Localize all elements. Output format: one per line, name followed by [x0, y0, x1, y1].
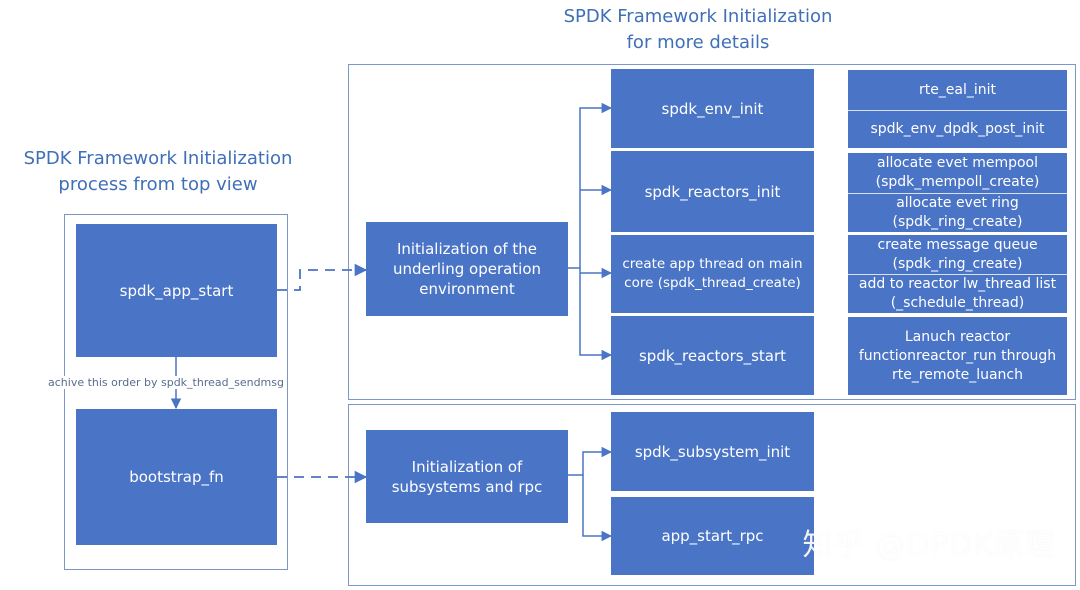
reactors-init-step-box: spdk_reactors_init [611, 151, 814, 232]
overview-heading-line-2: process from top view [58, 174, 258, 195]
bootstrap-fn-label: bootstrap_fn [129, 468, 224, 486]
schedule-thread-detail: add to reactor lw_thread list (_schedule… [848, 275, 1067, 313]
subsystem-init-step-label: spdk_subsystem_init [634, 442, 791, 461]
env-details-divider [848, 110, 1067, 111]
reactors-start-step-box: spdk_reactors_start [611, 316, 814, 395]
subsystem-init-step-box: spdk_subsystem_init [611, 412, 814, 491]
subsystem-stage-label: Initialization of subsystems and rpc [391, 457, 543, 496]
reactors-start-step-label: spdk_reactors_start [638, 346, 787, 365]
allocate-mempool-label: allocate evet mempool (spdk_mempoll_crea… [875, 155, 1040, 190]
app-start-rpc-step-label: app_start_rpc [661, 527, 764, 545]
environment-panel [348, 64, 1076, 400]
allocate-mempool-detail: allocate evet mempool (spdk_mempoll_crea… [848, 153, 1067, 193]
allocate-ring-label: allocate evet ring (spdk_ring_create) [892, 195, 1023, 230]
reactors-init-step-label: spdk_reactors_init [644, 182, 781, 201]
overview-heading: SPDK Framework Initialization process fr… [8, 146, 308, 198]
subsystem-stage-box: Initialization of subsystems and rpc [366, 430, 568, 523]
details-heading: SPDK Framework Initialization for more d… [548, 4, 848, 56]
spdk-app-start-label: spdk_app_start [119, 281, 234, 300]
watermark: 知乎 @DPDK原理 [802, 528, 1056, 563]
thread-details-divider [848, 274, 1067, 275]
rte-eal-init-label: rte_eal_init [918, 81, 997, 98]
details-heading-line-2: for more details [626, 32, 770, 53]
message-queue-detail: create message queue (spdk_ring_create) [848, 235, 1067, 274]
overview-panel [64, 214, 288, 570]
bootstrap-fn-box: bootstrap_fn [76, 409, 277, 545]
launch-reactor-label: Lanuch reactor functionreactor_run throu… [858, 328, 1057, 383]
sequence-note: achive this order by spdk_thread_sendmsg [46, 376, 286, 389]
app-start-rpc-step-box: app_start_rpc [611, 497, 814, 575]
app-thread-step-box: create app thread on main core (spdk_thr… [611, 235, 814, 313]
spdk-app-start-box: spdk_app_start [76, 224, 277, 357]
env-dpdk-post-init-detail: spdk_env_dpdk_post_init [848, 111, 1067, 148]
env-init-step-label: spdk_env_init [661, 99, 764, 118]
overview-heading-line-1: SPDK Framework Initialization [23, 148, 293, 169]
launch-reactor-detail: Lanuch reactor functionreactor_run throu… [848, 317, 1067, 395]
rte-eal-init-detail: rte_eal_init [848, 70, 1067, 110]
subsystem-panel [348, 404, 1076, 586]
reactor-details-divider [848, 193, 1067, 194]
message-queue-label: create message queue (spdk_ring_create) [877, 236, 1038, 272]
environment-stage-label: Initialization of the underling operatio… [392, 240, 542, 298]
environment-stage-box: Initialization of the underling operatio… [366, 222, 568, 316]
allocate-ring-detail: allocate evet ring (spdk_ring_create) [848, 194, 1067, 232]
env-init-step-box: spdk_env_init [611, 69, 814, 148]
details-heading-line-1: SPDK Framework Initialization [563, 6, 833, 27]
schedule-thread-label: add to reactor lw_thread list (_schedule… [858, 276, 1057, 311]
env-dpdk-post-init-label: spdk_env_dpdk_post_init [870, 121, 1045, 137]
app-thread-step-label: create app thread on main core (spdk_thr… [622, 256, 803, 291]
